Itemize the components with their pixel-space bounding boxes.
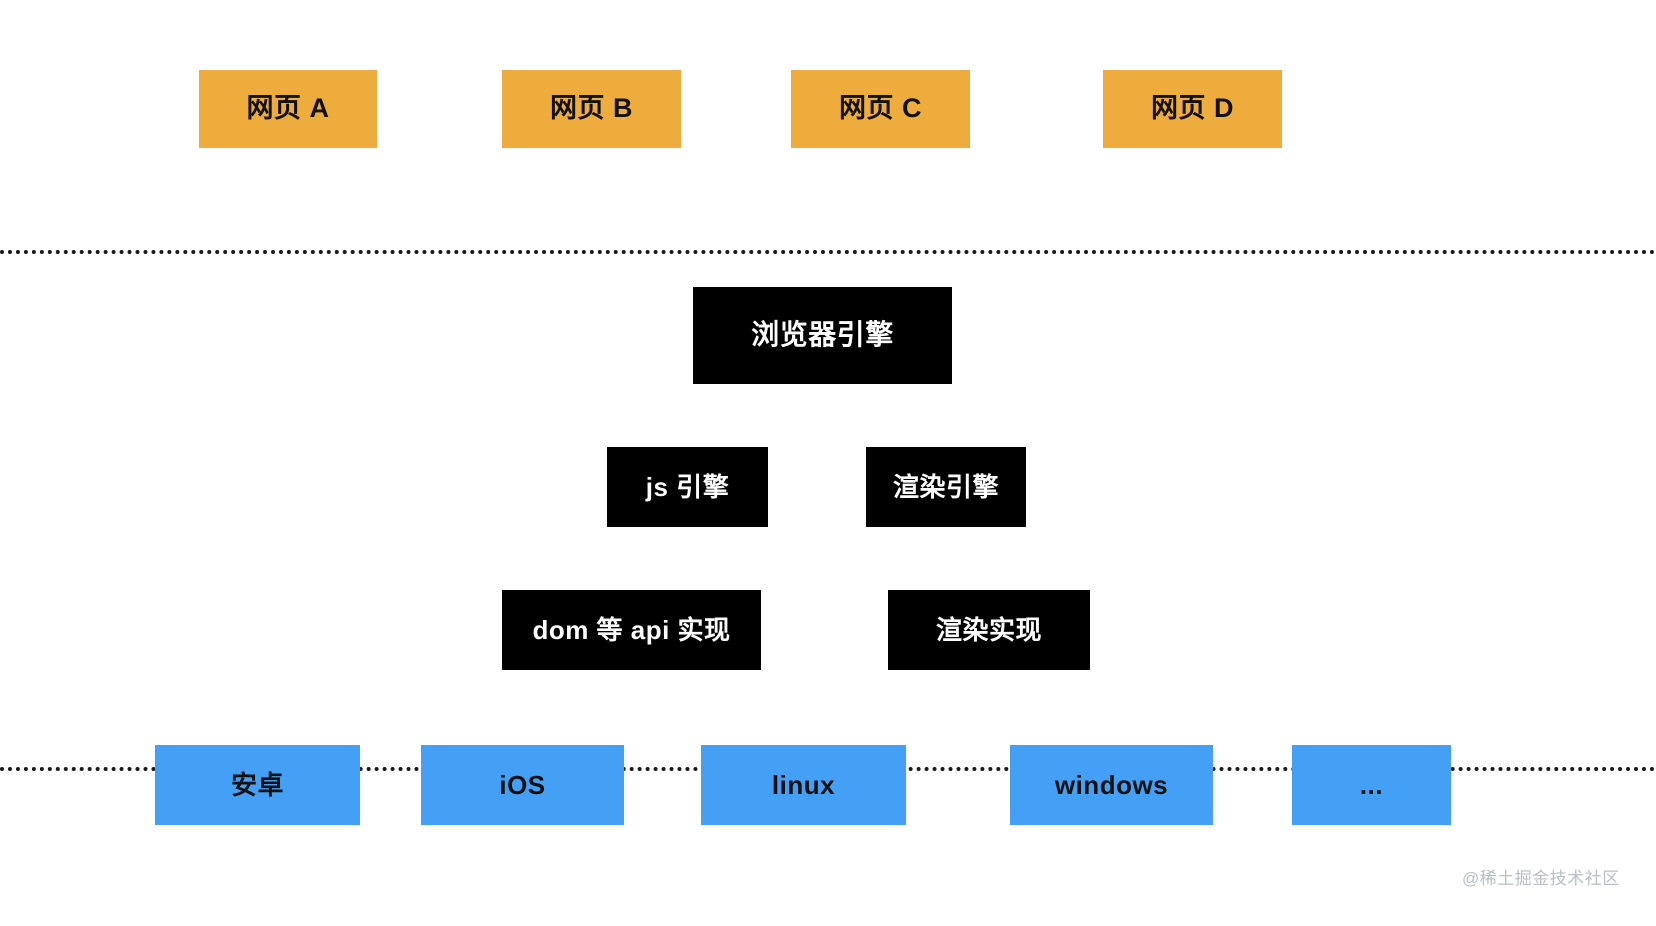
engine-box-tier3-0: dom 等 api 实现	[502, 590, 761, 670]
web-page-box-3: 网页 D	[1103, 70, 1282, 148]
engine-box-tier1-0: 浏览器引擎	[693, 287, 952, 384]
os-box-0: 安卓	[155, 745, 360, 825]
os-box-1: iOS	[421, 745, 624, 825]
box-label: iOS	[499, 769, 546, 800]
box-label: 浏览器引擎	[751, 319, 894, 351]
box-label: windows	[1054, 769, 1169, 800]
box-label: linux	[771, 769, 836, 800]
box-label: 渲染引擎	[892, 471, 999, 502]
os-box-4: ...	[1292, 745, 1451, 825]
divider-top	[0, 250, 1656, 254]
box-label: 网页 A	[246, 93, 330, 124]
box-label: 渲染实现	[935, 614, 1042, 645]
box-label: js 引擎	[645, 471, 730, 502]
web-page-box-1: 网页 B	[502, 70, 681, 148]
box-label: 安卓	[230, 769, 284, 800]
box-label: 网页 C	[839, 93, 922, 124]
web-page-box-2: 网页 C	[791, 70, 970, 148]
box-label: ...	[1359, 769, 1384, 800]
os-box-2: linux	[701, 745, 906, 825]
engine-box-tier2-1: 渲染引擎	[866, 447, 1026, 527]
web-page-box-0: 网页 A	[199, 70, 377, 148]
engine-box-tier3-1: 渲染实现	[888, 590, 1090, 670]
os-box-3: windows	[1010, 745, 1213, 825]
box-label: 网页 D	[1151, 93, 1234, 124]
box-label: dom 等 api 实现	[532, 614, 731, 645]
engine-box-tier2-0: js 引擎	[607, 447, 768, 527]
box-label: 网页 B	[550, 93, 633, 124]
watermark: @稀土掘金技术社区	[1462, 869, 1620, 888]
